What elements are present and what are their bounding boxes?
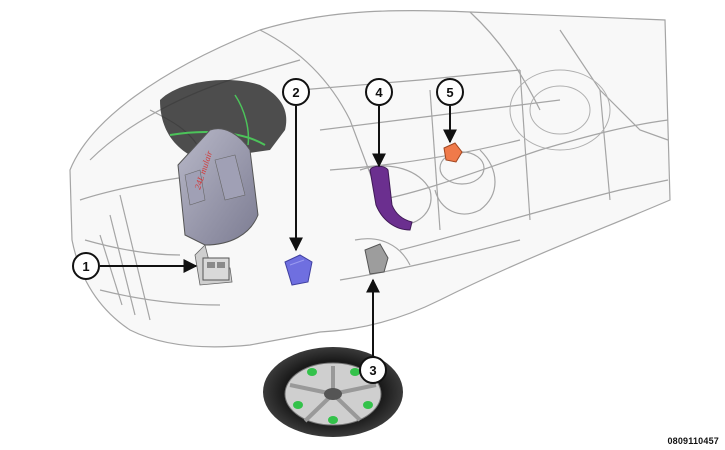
engine-cover	[177, 128, 259, 246]
component-3	[364, 243, 389, 275]
component-1	[202, 257, 230, 281]
callout-leaders	[100, 106, 457, 356]
callout-3: 3	[359, 356, 387, 384]
callout-2: 2	[282, 78, 310, 106]
wheel-accents	[293, 368, 373, 424]
callout-3-label: 3	[369, 363, 376, 378]
rear-wheel-ghost	[509, 69, 611, 151]
vehicle-body-outline	[69, 10, 671, 348]
component-2	[284, 254, 313, 286]
callout-1-label: 1	[82, 259, 89, 274]
callout-1: 1	[72, 252, 100, 280]
callout-2-label: 2	[292, 85, 299, 100]
callout-4-label: 4	[375, 85, 383, 100]
figure-code: 0809110457	[667, 436, 719, 446]
callout-5: 5	[436, 78, 464, 106]
callout-4: 4	[365, 78, 393, 106]
engine-assembly: 24L mulair	[160, 80, 287, 286]
callout-5-label: 5	[446, 85, 453, 100]
component-5	[443, 142, 463, 163]
